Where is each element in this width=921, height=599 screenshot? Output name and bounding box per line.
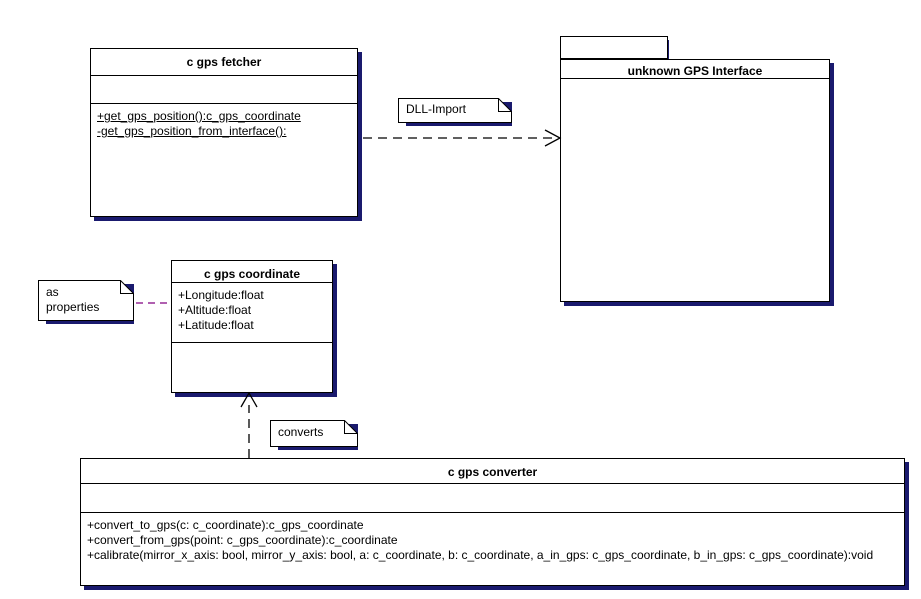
- package-tab-unknown-gps-interface: [560, 36, 668, 59]
- attribute-item: +Longitude:float: [178, 288, 264, 302]
- note-label-dll-import: DLL-Import: [406, 102, 467, 116]
- class-attributes-gps-fetcher: [91, 76, 357, 104]
- class-box-gps-converter[interactable]: c gps converter +convert_to_gps(c: c_coo…: [80, 458, 905, 586]
- class-box-gps-coordinate[interactable]: c gps coordinate +Longitude:float +Altit…: [171, 260, 333, 393]
- method-item: +convert_to_gps(c: c_coordinate):c_gps_c…: [87, 518, 364, 532]
- package-box-unknown-gps-interface[interactable]: unknown GPS Interface: [560, 59, 830, 302]
- class-methods-gps-converter: +convert_to_gps(c: c_coordinate):c_gps_c…: [81, 513, 904, 585]
- class-title-gps-converter: c gps converter: [81, 459, 904, 484]
- method-item: +convert_from_gps(point: c_gps_coordinat…: [87, 533, 398, 547]
- class-box-gps-fetcher[interactable]: c gps fetcher +get_gps_position():c_gps_…: [90, 48, 358, 217]
- attribute-item: +Latitude:float: [178, 318, 254, 332]
- package-title-unknown-gps-interface: unknown GPS Interface: [561, 60, 829, 79]
- method-item: +get_gps_position():c_gps_coordinate: [97, 109, 301, 123]
- note-as-properties[interactable]: as properties: [38, 280, 138, 328]
- package-body-unknown-gps-interface: [561, 79, 829, 301]
- class-title-gps-coordinate: c gps coordinate: [172, 261, 332, 283]
- note-label-converts: converts: [278, 425, 324, 439]
- note-shape-converts: [270, 420, 358, 450]
- relationship-fetcher-to-interface: [363, 129, 562, 147]
- class-methods-gps-coordinate: [172, 343, 332, 392]
- open-arrowhead-icon: [544, 129, 562, 147]
- class-attributes-gps-converter: [81, 484, 904, 513]
- note-converts[interactable]: converts: [270, 420, 362, 452]
- note-label-as-properties: as properties: [46, 285, 100, 314]
- method-item: -get_gps_position_from_interface():: [97, 124, 287, 138]
- class-methods-gps-fetcher: +get_gps_position():c_gps_coordinate -ge…: [91, 104, 357, 216]
- method-item: +calibrate(mirror_x_axis: bool, mirror_y…: [87, 548, 874, 562]
- class-title-gps-fetcher: c gps fetcher: [91, 49, 357, 76]
- note-shape-dll-import: [398, 98, 512, 126]
- note-shape-as-properties: [38, 280, 134, 324]
- attribute-item: +Altitude:float: [178, 303, 252, 317]
- class-attributes-gps-coordinate: +Longitude:float +Altitude:float +Latitu…: [172, 283, 332, 343]
- note-dll-import[interactable]: DLL-Import: [398, 98, 516, 128]
- relationship-converter-to-coordinate: [240, 391, 258, 458]
